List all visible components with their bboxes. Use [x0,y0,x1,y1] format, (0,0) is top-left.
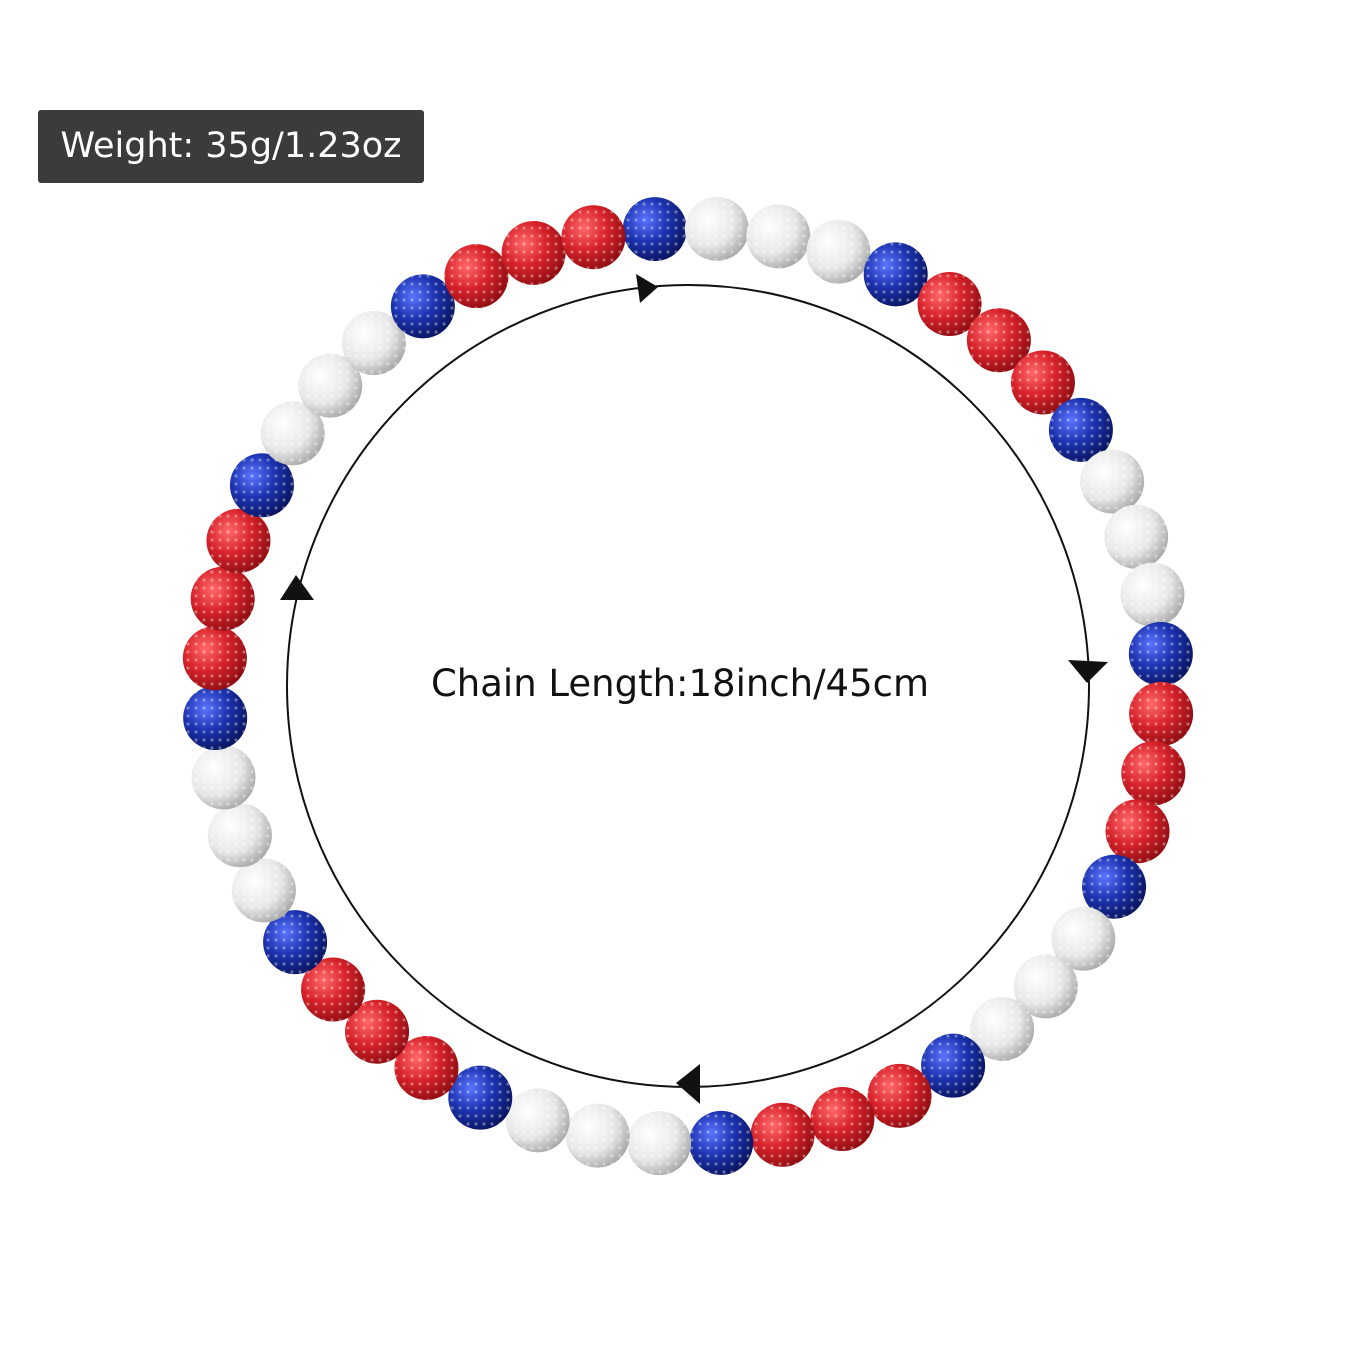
bead-sparkle [229,453,294,518]
bead-sparkle [867,1063,932,1128]
bead-sparkle [561,205,626,270]
bead-sparkle [1080,449,1145,514]
bead-sparkle [806,219,871,284]
bead-sparkle [263,910,328,975]
bead-sparkle [191,745,256,810]
bead-sparkle [1120,562,1185,627]
arrow-right-icon [636,274,658,303]
bead-sparkle [1104,504,1169,569]
bead-sparkle [1013,954,1078,1019]
arrow-up-icon [280,575,314,600]
weight-label: Weight: 35g/1.23oz [38,110,424,183]
bead-sparkle [1129,681,1194,746]
bead-sparkle [394,1035,459,1100]
bead-sparkle [689,1110,754,1175]
bead-sparkle [917,272,982,337]
bead-sparkle [345,999,410,1064]
bead-sparkle [966,308,1031,373]
bead-sparkle [1082,854,1147,919]
bead-sparkle [505,1088,570,1153]
bead-sparkle [301,957,366,1022]
bead-sparkle [501,220,566,285]
bead-sparkle [444,244,509,309]
bead-sparkle [921,1033,986,1098]
bead-sparkle [970,996,1035,1061]
bead-sparkle [1051,906,1116,971]
bead-sparkle [684,196,749,261]
bead-sparkle [746,204,811,269]
bead-sparkle [1128,621,1193,686]
bead-sparkle [1105,799,1170,864]
bead-sparkle [1010,350,1075,415]
arrow-down-icon [1068,660,1108,683]
bead-sparkle [448,1065,513,1130]
bead-sparkle [565,1103,630,1168]
bead-sparkle [390,274,455,339]
bead-sparkle [231,858,296,923]
bead-sparkle [190,566,255,631]
arrow-left-icon [676,1064,700,1104]
bead-sparkle [206,508,271,573]
bead-sparkle [627,1111,692,1176]
bead-sparkle [298,353,363,418]
bead-sparkle [622,197,687,262]
bead-sparkle [1121,741,1186,806]
bead-sparkle [183,686,248,751]
bead-sparkle [207,803,272,868]
chain-length-label: Chain Length:18inch/45cm [430,662,930,705]
bead-sparkle [341,311,406,376]
bead-sparkle [182,626,247,691]
bead-sparkle [1048,397,1113,462]
bead-sparkle [863,242,928,307]
bead-sparkle [810,1087,875,1152]
bead-sparkle [260,401,325,466]
bead-sparkle [750,1102,815,1167]
